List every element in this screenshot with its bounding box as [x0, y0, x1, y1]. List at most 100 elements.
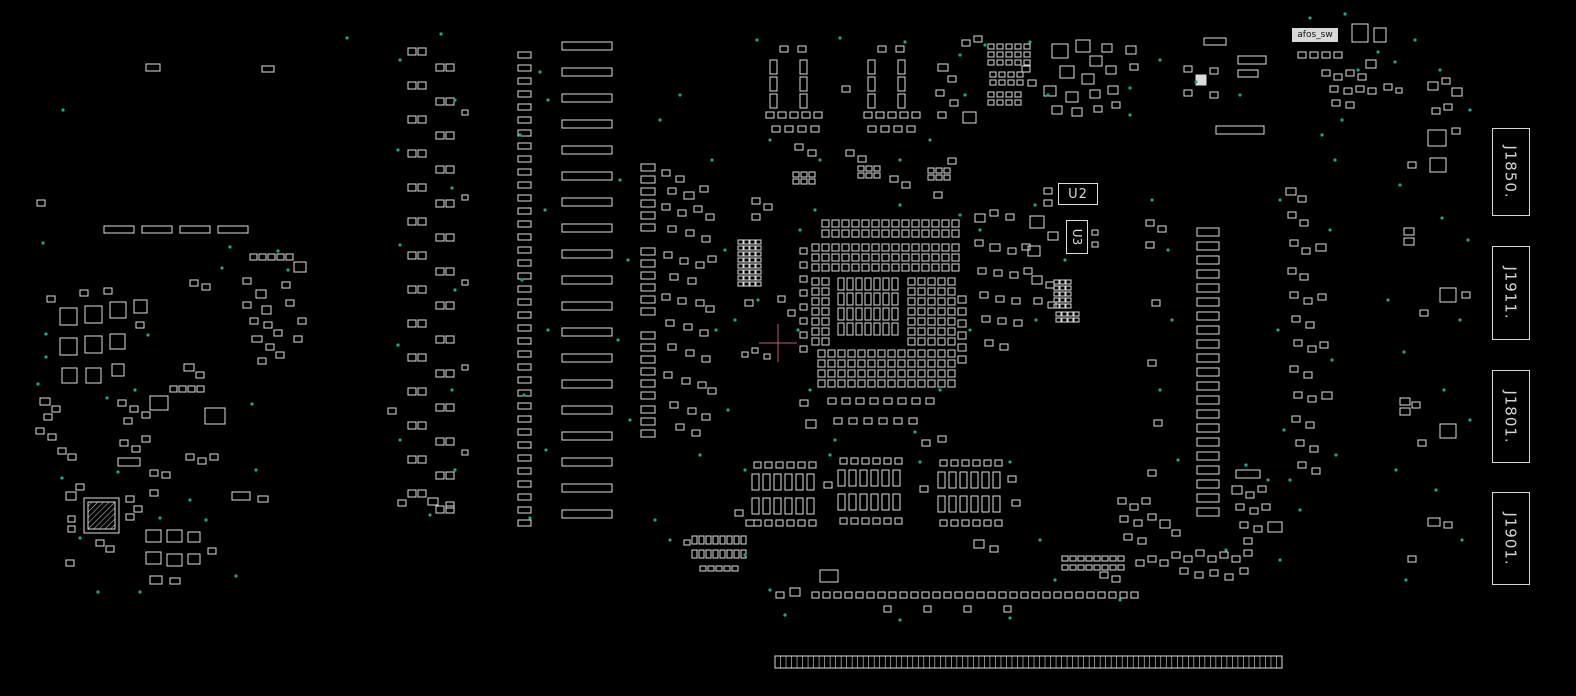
component-pad [910, 591, 919, 599]
component-pad [901, 253, 910, 262]
component-pad [755, 257, 762, 263]
component-pad [1196, 325, 1220, 335]
via-dot [96, 590, 100, 594]
component-pad [865, 172, 873, 179]
component-pad [927, 359, 936, 368]
component-pad [951, 263, 960, 272]
component-pad [640, 247, 656, 256]
component-pad [908, 417, 918, 425]
component-pad [1071, 107, 1083, 117]
component-pad [445, 165, 455, 174]
component-pad [907, 327, 916, 336]
component-pad [141, 225, 173, 234]
component-pad [733, 549, 740, 559]
component-pad [677, 297, 687, 305]
component-pad [891, 263, 900, 272]
component-pad [992, 495, 1001, 513]
component-pad [445, 369, 455, 378]
component-pad [821, 219, 830, 228]
component-pad [1053, 279, 1060, 285]
component-pad [707, 387, 717, 395]
component-pad [881, 229, 890, 238]
component-pad [917, 307, 926, 316]
component-pad [1183, 65, 1193, 73]
component-pad [873, 292, 881, 306]
component-pad [1016, 79, 1024, 86]
component-pad [517, 480, 532, 488]
component-pad [775, 591, 785, 599]
via-dot [204, 518, 208, 522]
component-pad [883, 517, 892, 525]
component-pad [947, 287, 956, 296]
component-pad [907, 337, 916, 346]
component-pad [1196, 297, 1220, 307]
component-pad [561, 93, 613, 103]
component-pad [878, 417, 888, 425]
component-pad [948, 471, 957, 489]
component-pad [800, 178, 808, 185]
component-pad [867, 359, 876, 368]
component-pad [851, 253, 860, 262]
component-pad [882, 277, 890, 291]
component-pad [517, 220, 532, 228]
component-pad [935, 89, 945, 97]
component-pad [998, 591, 1007, 599]
component-pad [1196, 339, 1220, 349]
component-pad [84, 335, 103, 354]
component-pad [1151, 299, 1161, 307]
component-pad [806, 497, 815, 515]
component-pad [897, 369, 906, 378]
component-pad [837, 277, 845, 291]
component-pad [937, 287, 946, 296]
component-pad [882, 307, 890, 321]
component-pad [1005, 91, 1013, 98]
connector-j1850[interactable]: J1850. [1492, 128, 1530, 216]
component-pad [1407, 555, 1417, 563]
component-pad [445, 131, 455, 140]
component-pad [870, 493, 879, 511]
component-pad [861, 263, 870, 272]
via-dot [903, 40, 907, 44]
component-pad [873, 165, 881, 172]
component-pad [941, 219, 950, 228]
connector-j1801[interactable]: J1801. [1492, 370, 1530, 463]
ref-label-u2[interactable]: U2 [1058, 183, 1098, 205]
component-pad [517, 493, 532, 501]
component-pad [867, 93, 876, 109]
ref-label-u3[interactable]: U3 [1066, 220, 1088, 254]
component-pad [831, 243, 840, 252]
component-pad [1355, 85, 1365, 93]
component-pad [996, 91, 1004, 98]
component-pad [823, 481, 833, 489]
component-pad [974, 239, 984, 247]
component-pad [907, 379, 916, 388]
component-pad [445, 301, 455, 310]
component-pad [1431, 107, 1441, 115]
component-pad [1365, 59, 1377, 69]
component-pad [921, 591, 930, 599]
component-pad [994, 519, 1003, 527]
component-pad [911, 263, 920, 272]
connector-j1911[interactable]: J1911. [1492, 246, 1530, 340]
via-dot [1468, 108, 1472, 112]
component-pad [935, 174, 943, 181]
component-pad [897, 379, 906, 388]
connector-j1901[interactable]: J1901. [1492, 492, 1530, 585]
component-pad [927, 307, 936, 316]
connector-j1801-label: J1801. [1502, 389, 1520, 444]
component-pad [1007, 79, 1015, 86]
component-pad [857, 379, 866, 388]
component-pad [755, 263, 762, 269]
component-pad [873, 172, 881, 179]
component-pad [267, 253, 276, 261]
ref-label-afos-sw[interactable]: afos_sw [1292, 28, 1338, 42]
component-pad [1267, 521, 1283, 533]
component-pad [257, 357, 267, 365]
component-pad [911, 219, 920, 228]
component-pad [263, 321, 273, 329]
via-dot [898, 203, 902, 207]
component-pad [927, 327, 936, 336]
component-pad [1196, 381, 1220, 391]
